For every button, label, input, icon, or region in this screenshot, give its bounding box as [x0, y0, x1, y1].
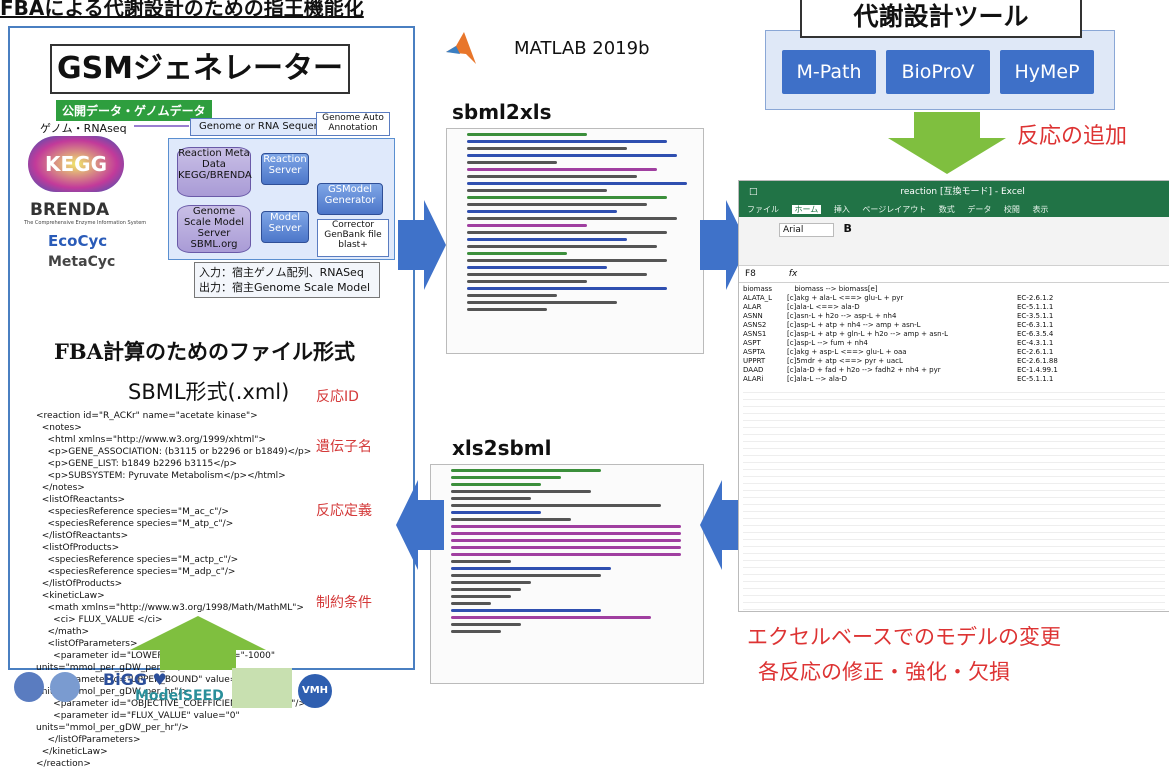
gsm-generator-panel: GSMジェネレーター 公開データ・ゲノムデータ ゲノム・RNAseq Genom…	[8, 26, 415, 769]
brenda-subtitle: The Comprehensive Enzyme Information Sys…	[24, 220, 147, 226]
tool-logo-icon	[50, 672, 80, 702]
table-row[interactable]: ASNS2[c]asp-L + atp + nh4 --> amp + asn-…	[743, 321, 1054, 329]
tab-data[interactable]: データ	[967, 205, 992, 214]
output-text: 出力：宿主Genome Scale Model	[199, 281, 371, 294]
genome-scale-model-db: Genome Scale Model Server SBML.org	[177, 205, 251, 253]
tool-bioprov: BioProV	[886, 50, 990, 94]
download-arrow-icon	[888, 112, 1006, 174]
table-row[interactable]: biomass biomass --> biomass[e]	[743, 285, 878, 293]
formula-bar: F8 fx	[739, 266, 1169, 283]
upload-arrow-icon	[130, 616, 266, 670]
fba-file-format-title: FBA計算のためのファイル形式	[54, 339, 355, 364]
public-data-label: 公開データ・ゲノムデータ	[56, 100, 212, 121]
annotation-reaction-definition: 反応定義	[316, 503, 372, 519]
input-text: 入力：宿主ゲノム配列、RNASeq	[199, 266, 364, 279]
xls2sbml-label: xls2sbml	[452, 436, 552, 460]
excel-model-change-text: エクセルベースでのモデルの変更	[747, 625, 1061, 649]
reaction-server: Reaction Server	[261, 153, 309, 185]
kegg-logo: KEGG	[28, 136, 124, 192]
tab-page-layout[interactable]: ページレイアウト	[862, 205, 927, 214]
brenda-logo: BRENDA	[30, 200, 110, 220]
sbml2xls-code-screenshot	[446, 128, 704, 354]
sbml-format-title: SBML形式(.xml)	[128, 380, 290, 404]
tab-formulas[interactable]: 数式	[938, 205, 955, 214]
annotation-reaction-id: 反応ID	[316, 389, 359, 405]
table-row[interactable]: DAAD[c]ala-D + fad + h2o --> fadh2 + nh4…	[743, 366, 1058, 374]
metacyc-logo: MetaCyc	[48, 254, 116, 270]
bold-button[interactable]: B	[843, 222, 852, 235]
excel-titlebar: □ reaction [互換モード] - Excel	[739, 181, 1169, 203]
metabolic-design-tools-title: 代謝設計ツール	[800, 0, 1082, 38]
io-info-box: 入力：宿主ゲノム配列、RNASeq 出力：宿主Genome Scale Mode…	[194, 262, 380, 298]
excel-ribbon-tabs: ファイル ホーム 挿入 ページレイアウト 数式 データ 校閲 表示	[739, 203, 1169, 217]
tab-insert[interactable]: 挿入	[833, 205, 850, 214]
gsmodel-generator: GSModel Generator	[317, 183, 383, 215]
reaction-edit-text: 各反応の修正・強化・欠損	[758, 660, 1010, 684]
tool-hymep: HyMeP	[1000, 50, 1094, 94]
modelseed-logo: ModelSEED	[135, 688, 224, 704]
name-box[interactable]: F8	[745, 269, 756, 279]
tab-view[interactable]: 表示	[1032, 205, 1049, 214]
generation-flow-box: Reaction Meta Data KEGG/BRENDA Reaction …	[168, 138, 395, 260]
pathway-logo-icon	[232, 668, 292, 708]
tool-mpath: M-Path	[782, 50, 876, 94]
add-reaction-label: 反応の追加	[1017, 124, 1128, 149]
tab-review[interactable]: 校閲	[1003, 205, 1020, 214]
ecocyc-logo: EcoCyc	[48, 232, 108, 250]
genome-annotation-box: Genome Auto Annotation	[316, 112, 390, 136]
sbml2xls-label: sbml2xls	[452, 100, 552, 124]
save-icon[interactable]: □	[749, 187, 758, 197]
fx-icon: fx	[788, 269, 798, 279]
sbml-code-sample: <reaction id="R_ACKr" name="acetate kina…	[36, 411, 312, 769]
xls2sbml-code-screenshot	[430, 464, 704, 684]
excel-window: □ reaction [互換モード] - Excel ファイル ホーム 挿入 ペ…	[738, 180, 1169, 612]
vmh-logo: VMH	[298, 674, 332, 708]
font-select[interactable]: Arial	[779, 223, 835, 237]
genome-rnaseq-label: ゲノム・RNAseq	[40, 122, 127, 135]
arrow-right-1-icon	[398, 200, 446, 290]
excel-grid: biomass biomass --> biomass[e] ALATA_L[c…	[739, 283, 1169, 384]
corrector-box: Corrector GenBank file blast+	[317, 219, 389, 257]
matlab-icon	[446, 32, 476, 64]
arrow-left-1-icon	[700, 480, 748, 570]
model-server: Model Server	[261, 211, 309, 243]
matlab-label: MATLAB 2019b	[514, 38, 650, 59]
page-title: FBAによる代謝設計のための指王機能化	[0, 0, 364, 20]
excel-ribbon: Arial B	[739, 217, 1169, 266]
excel-filler-rows	[739, 384, 1169, 611]
arrow-left-2-icon	[396, 480, 444, 570]
tab-file[interactable]: ファイル	[747, 205, 779, 214]
arrow-right-2-icon	[700, 200, 748, 290]
excel-window-title: reaction [互換モード] - Excel	[900, 187, 1025, 197]
bigg-logo: BiGG ♥	[103, 670, 167, 689]
reaction-meta-db: Reaction Meta Data KEGG/BRENDA	[177, 147, 252, 197]
gsm-generator-title: GSMジェネレーター	[50, 44, 350, 94]
flow-arrow-line	[134, 125, 189, 127]
annotation-constraint: 制約条件	[316, 595, 372, 611]
table-row[interactable]: ASNS1[c]asp-L + atp + gln-L + h2o --> am…	[743, 330, 1054, 338]
tab-home[interactable]: ホーム	[791, 205, 822, 214]
annotation-gene-name: 遺伝子名	[316, 439, 372, 455]
cobra-logo-icon	[14, 672, 44, 702]
